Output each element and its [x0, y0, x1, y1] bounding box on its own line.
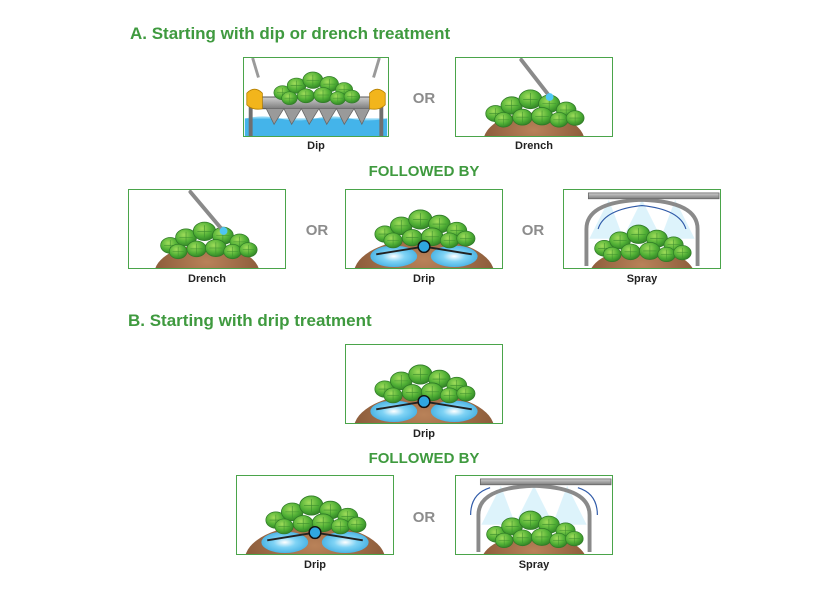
spray-caption: Spray	[626, 273, 658, 285]
drench-caption: Drench	[188, 273, 226, 285]
followed-by-label: FOLLOWED BY	[368, 163, 480, 180]
drip-emitter-icon	[354, 190, 494, 268]
drench-caption: Drench	[515, 140, 553, 152]
or-label: OR	[305, 222, 329, 239]
section-b-heading: B. Starting with drip treatment	[128, 311, 372, 330]
drip-emitter-icon	[354, 345, 494, 423]
spray-panel	[455, 475, 613, 555]
drip-caption: Drip	[413, 428, 435, 440]
drip-panel	[345, 189, 503, 269]
drip-panel	[345, 344, 503, 424]
or-label: OR	[412, 90, 436, 107]
drench-wand-icon	[155, 190, 259, 268]
spray-boom-icon	[584, 192, 720, 268]
drip-panel	[236, 475, 394, 555]
dip-caption: Dip	[307, 140, 325, 152]
drip-emitter-icon	[245, 476, 385, 554]
drip-caption: Drip	[413, 273, 435, 285]
dip-panel	[243, 57, 389, 137]
or-label: OR	[521, 222, 545, 239]
followed-by-label: FOLLOWED BY	[368, 450, 480, 467]
drip-caption: Drip	[304, 559, 326, 571]
dip-tray-icon	[244, 58, 388, 136]
spray-panel	[563, 189, 721, 269]
section-a-heading: A. Starting with dip or drench treatment	[130, 24, 451, 43]
spray-boom-icon	[470, 478, 612, 554]
drench-panel	[128, 189, 286, 269]
or-label: OR	[412, 509, 436, 526]
spray-caption: Spray	[518, 559, 550, 571]
drench-wand-icon	[484, 58, 612, 136]
drench-panel	[455, 57, 613, 137]
